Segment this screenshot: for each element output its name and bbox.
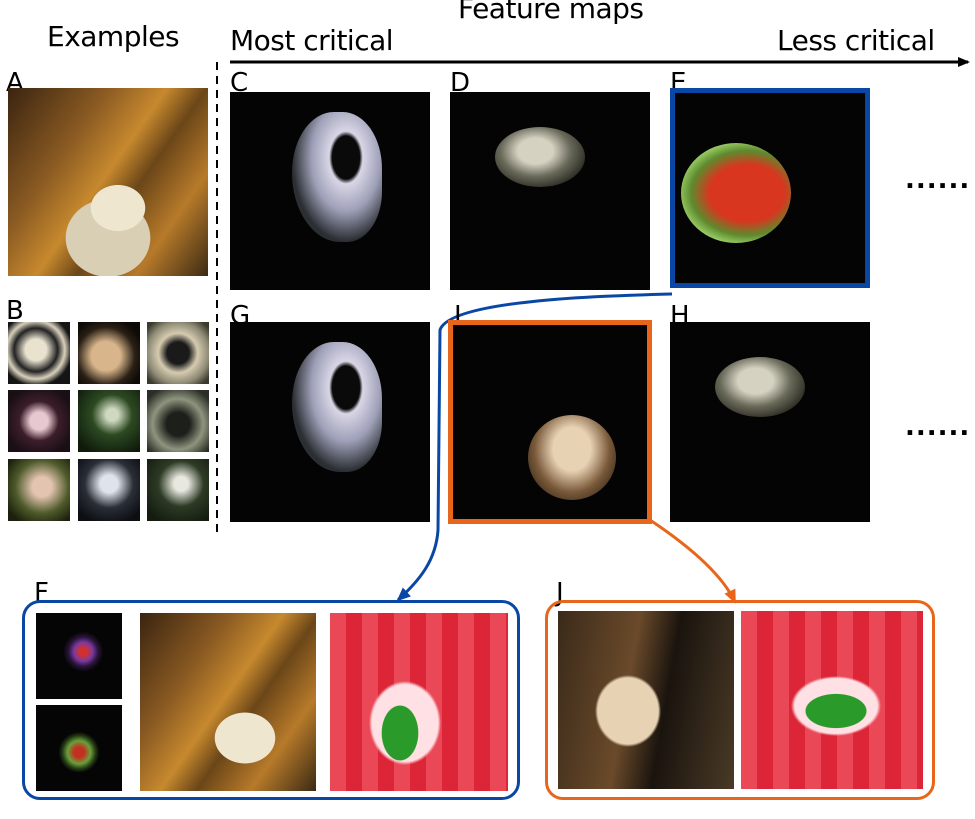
example-image-a bbox=[8, 88, 208, 276]
label-c: C bbox=[230, 68, 248, 98]
feature-blob bbox=[715, 357, 805, 417]
ellipsis-row-2: ...... bbox=[905, 412, 971, 442]
feature-map-h bbox=[670, 322, 870, 522]
feature-maps-heading: Feature maps bbox=[458, 0, 644, 25]
ellipsis-row-1: ...... bbox=[905, 165, 971, 195]
example-thumb bbox=[8, 459, 70, 521]
ladybug-feature bbox=[681, 143, 791, 243]
label-d: D bbox=[450, 68, 470, 98]
example-thumb bbox=[78, 390, 140, 452]
panel-j-heatmap bbox=[741, 611, 923, 789]
example-thumb bbox=[78, 322, 140, 384]
example-thumb bbox=[147, 390, 209, 452]
label-f: F bbox=[34, 578, 49, 608]
feature-map-c bbox=[230, 92, 430, 290]
panel-j-example-image bbox=[558, 611, 734, 789]
label-b: B bbox=[6, 296, 24, 326]
feature-map-g bbox=[230, 322, 430, 522]
feature-map-e-highlighted bbox=[670, 88, 870, 288]
feature-blob bbox=[495, 127, 585, 187]
example-thumb bbox=[147, 459, 209, 521]
feature-blob bbox=[292, 342, 382, 472]
panel-f bbox=[22, 600, 520, 800]
examples-heading: Examples bbox=[47, 20, 180, 53]
label-j: J bbox=[556, 578, 564, 608]
orange-connector bbox=[649, 518, 737, 604]
feature-map-d bbox=[450, 92, 650, 290]
example-thumb bbox=[78, 459, 140, 521]
less-critical-label: Less critical bbox=[777, 24, 935, 57]
feature-blob bbox=[528, 415, 616, 500]
example-thumb bbox=[8, 322, 70, 384]
label-i: I bbox=[454, 301, 462, 331]
example-thumb bbox=[147, 322, 209, 384]
example-thumb bbox=[8, 390, 70, 452]
panel-f-heatmap bbox=[330, 613, 508, 791]
panel-f-feature-small-1 bbox=[36, 613, 122, 699]
panel-j bbox=[545, 600, 935, 800]
most-critical-label: Most critical bbox=[230, 24, 394, 57]
panel-f-feature-small-2 bbox=[36, 705, 122, 791]
blue-connector bbox=[396, 292, 673, 602]
feature-blob bbox=[292, 112, 382, 242]
panel-f-example-image bbox=[140, 613, 316, 791]
feature-map-i-highlighted bbox=[448, 320, 652, 524]
